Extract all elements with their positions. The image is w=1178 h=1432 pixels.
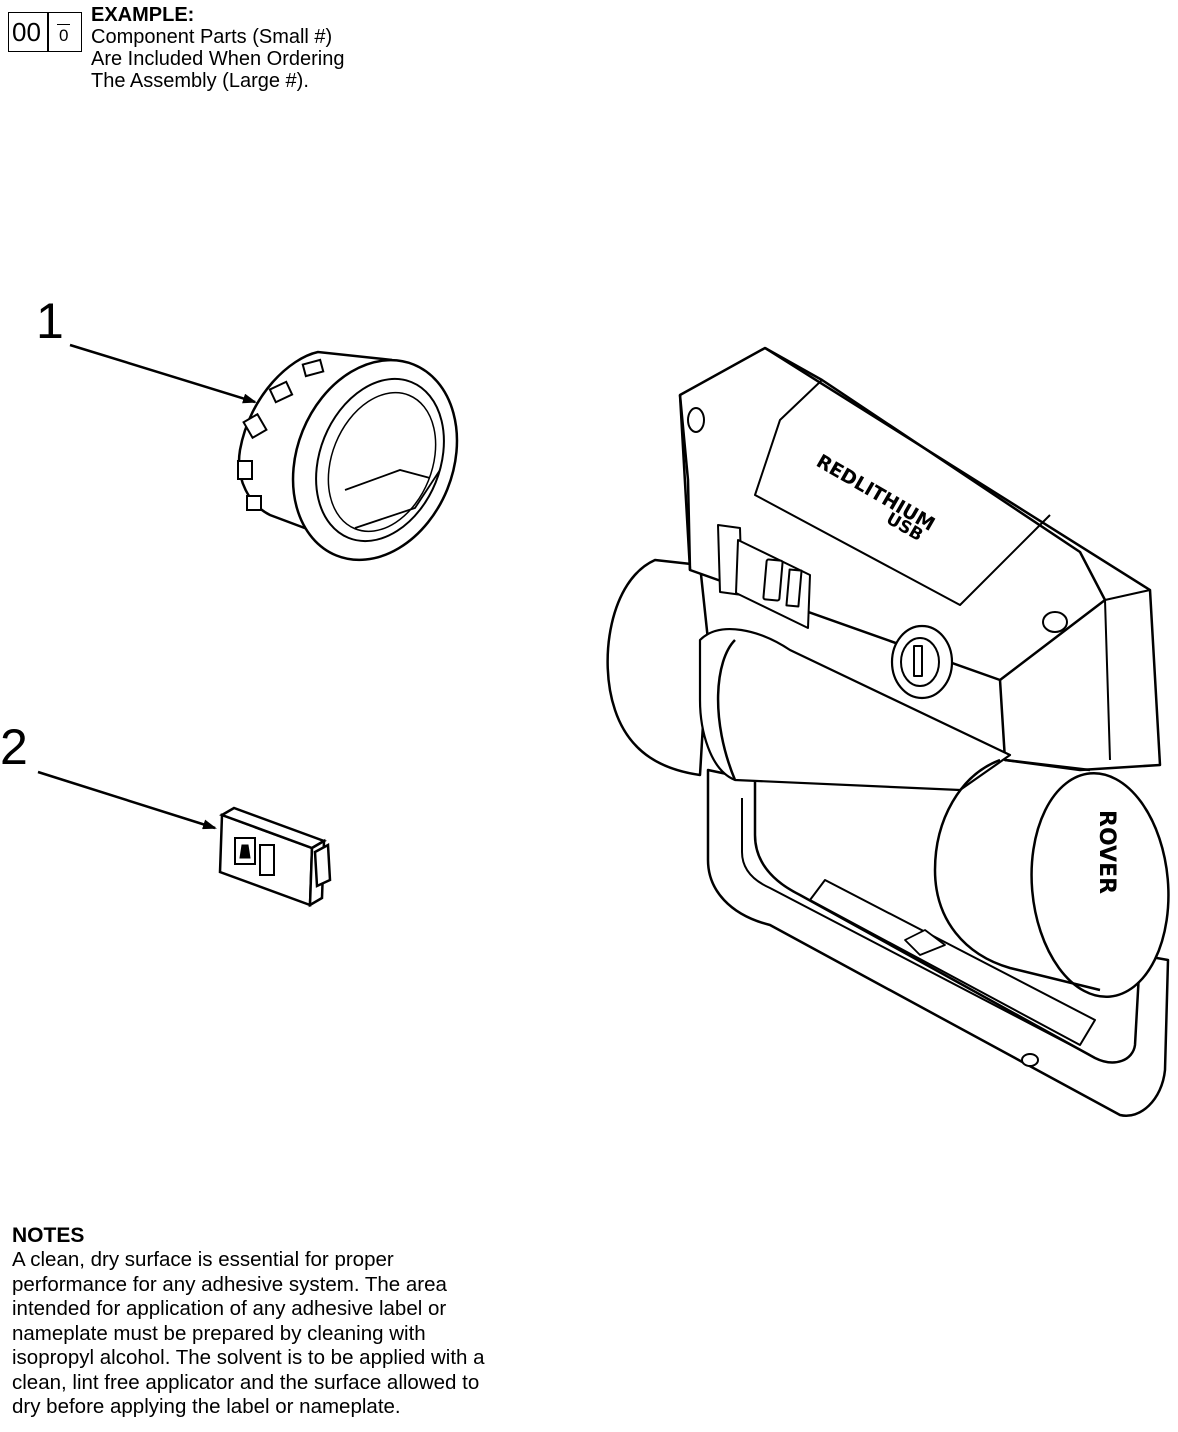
- legend-text: EXAMPLE: Component Parts (Small #) Are I…: [91, 4, 344, 92]
- callout-2: 2: [0, 719, 28, 775]
- legend-line: Are Included When Ordering: [91, 48, 345, 70]
- notes-line: clean, lint free applicator and the surf…: [12, 1370, 480, 1394]
- main-assembly-light-housing: [606, 346, 1170, 1118]
- legend-component-number: 0: [57, 24, 71, 45]
- part-2-usb-cover: [218, 806, 332, 908]
- callout-1: 1: [36, 293, 64, 349]
- legend-line: The Assembly (Large #).: [91, 70, 309, 92]
- leader-arrow-2: [37, 770, 217, 830]
- notes-line: nameplate must be prepared by cleaning w…: [12, 1321, 426, 1345]
- notes-line: intended for application of any adhesive…: [12, 1297, 447, 1320]
- rover-label: ROVER: [1094, 810, 1119, 894]
- notes-line: dry before applying the label or namepla…: [12, 1395, 401, 1418]
- notes-line: performance for any adhesive system. The…: [12, 1272, 447, 1296]
- notes-body: A clean, dry surface is essential for pr…: [12, 1248, 572, 1420]
- notes-line: isopropyl alcohol. The solvent is to be …: [12, 1346, 485, 1369]
- notes-title: NOTES: [12, 1224, 85, 1247]
- legend-line: Component Parts (Small #): [91, 26, 333, 48]
- legend-number-box: 00 0: [8, 12, 82, 52]
- leader-arrow-1: [69, 343, 257, 404]
- notes-line: A clean, dry surface is essential for pr…: [12, 1248, 394, 1271]
- legend-assembly-number: 00: [12, 17, 41, 47]
- notes-section: NOTES A clean, dry surface is essential …: [12, 1224, 572, 1420]
- part-1-bezel-ring: [237, 350, 459, 562]
- legend-divider: [47, 13, 49, 51]
- legend-title: EXAMPLE:: [91, 4, 195, 26]
